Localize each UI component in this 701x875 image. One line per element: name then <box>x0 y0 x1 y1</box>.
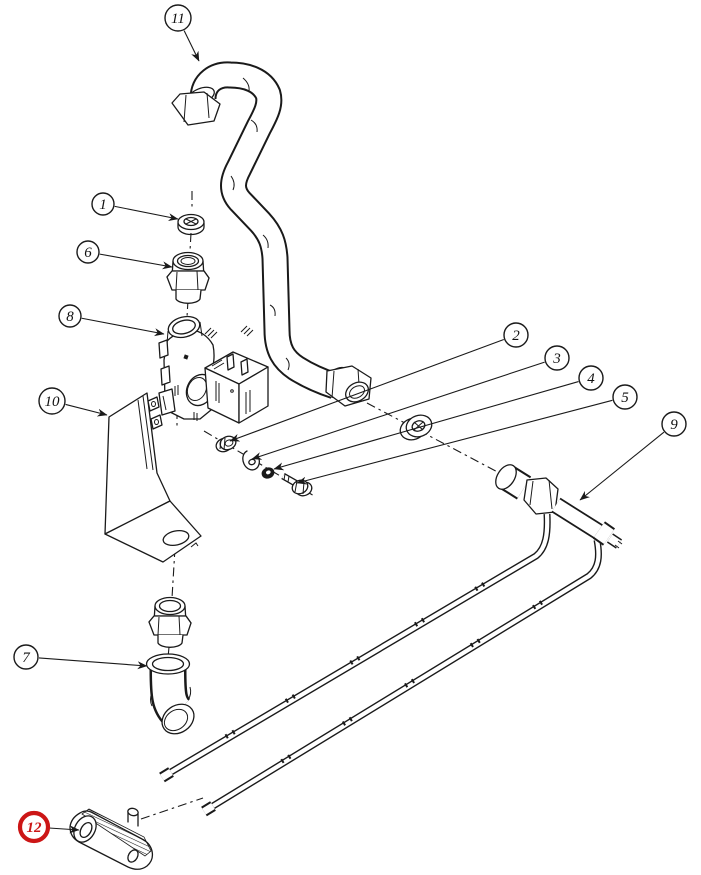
callout-circle-1 <box>91 192 115 216</box>
callout-circle-6 <box>76 240 100 264</box>
callout-2: 2 <box>229 322 529 442</box>
leader-line-9 <box>579 431 665 501</box>
part-elbow-7 <box>145 653 195 735</box>
callout-circle-3 <box>544 345 570 371</box>
callout-12: 12 <box>17 810 80 844</box>
part-end-cap-12 <box>69 807 154 870</box>
callout-number-9: 9 <box>670 417 678 433</box>
part-spring-washer-3 <box>242 450 260 471</box>
leader-line-1 <box>114 205 179 222</box>
part-fitting-6 <box>166 251 210 304</box>
leader-line-6 <box>99 253 173 270</box>
leader-line-8 <box>81 317 165 337</box>
callout-5: 5 <box>296 384 638 485</box>
callout-8: 8 <box>58 304 165 337</box>
leader-line-7 <box>38 657 148 670</box>
callout-number-3: 3 <box>552 351 561 367</box>
leader-line-2 <box>229 339 505 442</box>
callout-10: 10 <box>38 387 108 417</box>
callout-9: 9 <box>579 411 687 501</box>
callout-number-4: 4 <box>587 371 595 387</box>
callout-number-1: 1 <box>99 197 107 213</box>
callout-11: 11 <box>164 4 200 62</box>
callout-4: 4 <box>273 365 604 471</box>
callout-1: 1 <box>91 192 179 222</box>
leader-line-12 <box>48 825 80 834</box>
callout-circle-7 <box>13 644 39 670</box>
callout-circle-4 <box>578 365 604 391</box>
callout-number-10: 10 <box>45 394 61 410</box>
callout-circle-2 <box>503 322 529 348</box>
part-tube-9 <box>159 464 623 817</box>
callout-circle-11 <box>164 4 192 32</box>
leader-line-3 <box>251 361 545 460</box>
part-washer-axis <box>399 414 433 441</box>
leader-line-4 <box>273 381 579 471</box>
callout-3: 3 <box>251 345 570 460</box>
part-nut-2 <box>215 435 237 453</box>
callout-circle-8 <box>58 304 82 328</box>
callout-number-2: 2 <box>512 328 520 344</box>
callout-number-12: 12 <box>27 820 43 836</box>
part-washer-1 <box>177 213 205 236</box>
callout-circle-9 <box>661 411 687 437</box>
part-o-ring-4 <box>261 467 275 479</box>
leader-line-10 <box>65 403 108 417</box>
callout-number-11: 11 <box>171 11 185 27</box>
part-hose-11 <box>171 61 372 407</box>
callout-7: 7 <box>13 644 148 670</box>
callout-number-6: 6 <box>84 245 92 261</box>
callout-number-8: 8 <box>66 309 74 325</box>
leader-line-11 <box>183 30 200 62</box>
callout-number-5: 5 <box>621 390 629 406</box>
part-screw-5 <box>281 472 313 497</box>
callout-circle-12 <box>17 810 51 844</box>
part-bracket-10 <box>104 392 202 563</box>
callout-number-7: 7 <box>22 650 31 666</box>
callout-circle-10 <box>38 387 66 415</box>
part-valve-8 <box>158 315 269 424</box>
callout-circle-5 <box>612 384 638 410</box>
callout-6: 6 <box>76 240 173 270</box>
part-fitting-7b <box>148 596 192 648</box>
leader-line-5 <box>296 399 613 485</box>
